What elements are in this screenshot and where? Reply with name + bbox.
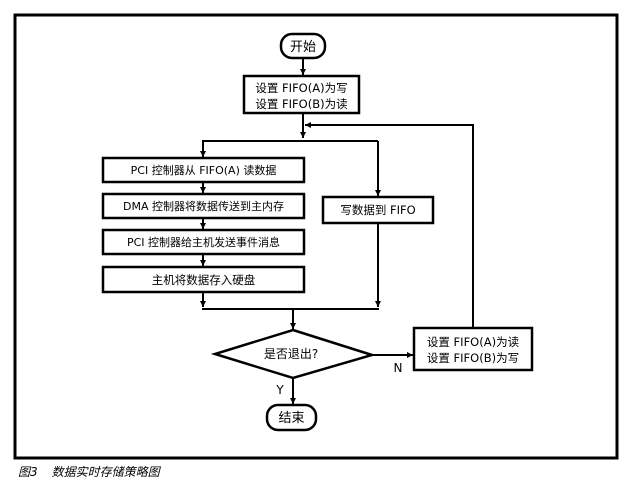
no-label: N	[394, 361, 403, 375]
host-save-box	[101, 265, 306, 294]
init-box	[242, 74, 361, 115]
decision-label: 是否退出?	[264, 347, 318, 361]
caption-title: 数据实时存储策略图	[51, 465, 160, 479]
init-label-1: 设置 FIFO(A)为写	[255, 81, 347, 95]
host-save-label: 主机将数据存入硬盘	[152, 273, 256, 287]
swap-label-2: 设置 FIFO(B)为写	[427, 351, 519, 365]
pci-read-box	[101, 156, 306, 184]
pci-notify-box	[101, 228, 306, 256]
pci-notify-label: PCI 控制器给主机发送事件消息	[127, 235, 280, 249]
init-label-2: 设置 FIFO(B)为读	[255, 97, 348, 111]
pci-read-label: PCI 控制器从 FIFO(A) 读数据	[131, 163, 277, 177]
end-node	[265, 403, 318, 432]
swap-box	[412, 326, 534, 372]
yes-label: Y	[275, 383, 284, 397]
start-label: 开始	[290, 40, 316, 55]
figure-caption: 图3 数据实时存储策略图	[18, 463, 174, 480]
edge-loop-back	[305, 122, 474, 328]
write-fifo-label: 写数据到 FIFO	[340, 203, 415, 217]
swap-label-1: 设置 FIFO(A)为读	[427, 335, 520, 349]
dma-label: DMA 控制器将数据传送到主内存	[123, 199, 284, 213]
outer-frame	[13, 13, 619, 460]
caption-number: 图3	[18, 465, 38, 479]
end-label: 结束	[278, 411, 304, 426]
